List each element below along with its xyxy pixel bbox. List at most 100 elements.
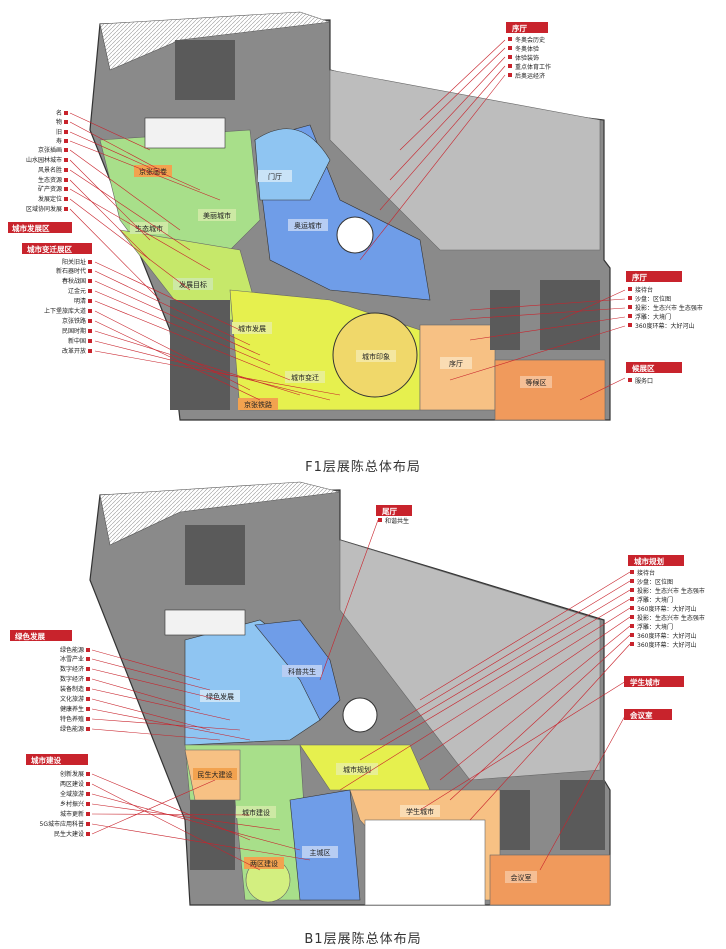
b1-core-3 [500, 790, 530, 850]
svg-text:浮雕：大境门: 浮雕：大境门 [635, 313, 671, 321]
f1-prelude-item: 冬奥会历史 [515, 36, 545, 44]
svg-text:装备制造: 装备制造 [60, 685, 84, 693]
svg-text:上下堡旅库大道: 上下堡旅库大道 [44, 307, 86, 315]
f1-core-4 [540, 280, 600, 350]
b1-core-1 [185, 525, 245, 585]
b1-main-area [289, 789, 361, 901]
svg-text:民生大建设: 民生大建设 [54, 830, 84, 838]
f1-room-gate: 门厅 [268, 172, 282, 181]
f1-room-eco-city: 生态城市 [135, 224, 163, 233]
b1-group-green-title: 绿色发展 [15, 631, 45, 641]
f1-group-prelude-top: 序厅 冬奥会历史 冬奥体验 体验装饰 重点体育工作 后奥运经济 [506, 22, 551, 80]
b1-room-meeting: 会议室 [511, 873, 532, 882]
b1-group-student-title: 学生城市 [630, 677, 660, 687]
f1-room-dev-goal: 发展目标 [179, 280, 207, 289]
f1-room-waiting: 等候区 [526, 378, 547, 387]
svg-text:投影：生态兴市 生态强市: 投影：生态兴市 生态强市 [635, 304, 703, 312]
svg-text:城市更新: 城市更新 [60, 810, 84, 818]
f1-group-city-change: 阳关旧址 新石器时代 春秋战国 辽金元 明清 上下堡旅库大道 京张铁路 民国时期… [44, 258, 92, 355]
svg-text:矿产资源: 矿产资源 [38, 185, 62, 193]
f1-group-city-dev-title: 城市发展区 [12, 223, 50, 233]
svg-text:辽金元: 辽金元 [68, 287, 86, 295]
f1-plan: 京张画卷 美丽城市 生态城市 发展目标 门厅 奥运城市 城市发展 城市变迁 京张… [8, 11, 703, 421]
b1-group-green: 绿色能源 冰雪产业 数字经济 数字经济 装备制造 文化旅游 健康养生 特色养殖 … [60, 646, 90, 733]
svg-text:区域协同发展: 区域协同发展 [26, 205, 62, 213]
svg-text:风景名胜: 风景名胜 [38, 166, 62, 174]
f1-core-1 [175, 40, 235, 100]
svg-text:新中国: 新中国 [68, 337, 86, 345]
b1-core-4 [560, 780, 605, 850]
svg-text:春秋战国: 春秋战国 [62, 277, 86, 285]
b1-room-people: 民生大建设 [198, 770, 233, 779]
f1-group-waiting: 候展区 服务口 [626, 362, 682, 385]
svg-text:明清: 明清 [74, 297, 86, 305]
f1-room-city-memory: 城市印象 [362, 352, 390, 361]
b1-caption: B1层展陈总体布局 [304, 932, 422, 947]
f1-core-2 [490, 290, 520, 350]
svg-text:物: 物 [56, 118, 62, 126]
svg-text:山水园林城市: 山水园林城市 [26, 156, 62, 164]
svg-text:接待台: 接待台 [637, 569, 655, 577]
svg-text:冰雪产业: 冰雪产业 [60, 655, 84, 663]
svg-text:360度环幕：大好河山: 360度环幕：大好河山 [637, 641, 696, 649]
svg-text:360度环幕：大好河山: 360度环幕：大好河山 [637, 632, 696, 640]
svg-text:寿: 寿 [56, 137, 62, 145]
f1-group-city-change-title: 城市变迁展区 [27, 244, 72, 254]
b1-room-two-build: 两区建设 [250, 859, 278, 868]
svg-text:投影：生态兴市 生态强市: 投影：生态兴市 生态强市 [637, 614, 705, 622]
svg-text:浮雕：大境门: 浮雕：大境门 [637, 596, 673, 604]
b1-spiral-stair [342, 697, 378, 733]
svg-text:城市规划: 城市规划 [634, 556, 664, 566]
f1-leader-lines [69, 39, 626, 401]
b1-room-city-plan: 城市规划 [343, 765, 371, 774]
svg-text:民国时期: 民国时期 [62, 327, 86, 335]
b1-roof-hatch [99, 481, 341, 546]
svg-text:序厅: 序厅 [632, 272, 647, 282]
b1-group-meeting-title: 会议室 [630, 710, 653, 720]
svg-text:服务口: 服务口 [635, 377, 653, 385]
svg-text:全域旅游: 全域旅游 [60, 790, 84, 798]
b1-room-green-dev: 绿色发展 [206, 692, 234, 701]
svg-text:改革开放: 改革开放 [62, 347, 86, 355]
f1-prelude-item: 体验装饰 [515, 54, 539, 62]
f1-room-jingzhang: 京张铁路 [244, 400, 272, 409]
f1-prelude-item: 冬奥体验 [515, 45, 539, 53]
svg-text:浮雕：大境门: 浮雕：大境门 [637, 623, 673, 631]
b1-white-gap [364, 819, 486, 906]
b1-room-science: 科普共生 [288, 667, 316, 676]
f1-group-prelude-right: 序厅 接待台 沙盘：区位图 投影：生态兴市 生态强市 浮雕：大境门 360度环幕… [626, 271, 703, 330]
f1-gate-area [254, 128, 331, 201]
svg-text:和谐共生: 和谐共生 [385, 517, 409, 525]
svg-text:京张插画: 京张插画 [38, 146, 62, 154]
b1-leader-lines [91, 519, 631, 871]
svg-text:绿色能源: 绿色能源 [60, 646, 84, 654]
b1-room-student: 学生城市 [406, 807, 434, 816]
svg-text:名: 名 [56, 109, 62, 117]
b1-room-city-build: 城市建设 [242, 808, 270, 817]
f1-room-prelude: 序厅 [449, 359, 463, 368]
svg-text:两区建设: 两区建设 [60, 780, 84, 788]
f1-core-3 [170, 300, 230, 410]
svg-text:健康养生: 健康养生 [60, 705, 84, 713]
svg-text:360度环幕：大好河山: 360度环幕：大好河山 [635, 322, 694, 330]
f1-room-olympic: 奥运城市 [294, 221, 322, 230]
f1-caption: F1层展陈总体布局 [305, 460, 421, 475]
f1-waiting-zone [494, 359, 606, 421]
f1-room-beauty-city: 美丽城市 [203, 211, 231, 220]
svg-text:京张铁路: 京张铁路 [62, 317, 86, 325]
b1-plan: 绿色发展 科普共生 民生大建设 城市建设 城市规划 两区建设 主城区 学生城市 … [10, 481, 705, 906]
svg-text:生态资源: 生态资源 [38, 176, 62, 184]
svg-text:创新发展: 创新发展 [60, 770, 84, 778]
b1-toilets [164, 609, 246, 636]
svg-text:投影：生态兴市 生态强市: 投影：生态兴市 生态强市 [637, 587, 705, 595]
svg-text:序厅: 序厅 [512, 23, 527, 33]
b1-room-main-area: 主城区 [310, 848, 331, 857]
b1-group-build-title: 城市建设 [31, 755, 61, 765]
svg-text:发展定位: 发展定位 [38, 195, 62, 203]
svg-text:数字经济: 数字经济 [60, 665, 84, 673]
f1-prelude-item: 后奥运经济 [515, 72, 545, 80]
svg-text:新石器时代: 新石器时代 [56, 267, 86, 275]
svg-text:阳关旧址: 阳关旧址 [62, 258, 86, 266]
b1-group-end-hall: 尾厅 和谐共生 [376, 505, 412, 525]
